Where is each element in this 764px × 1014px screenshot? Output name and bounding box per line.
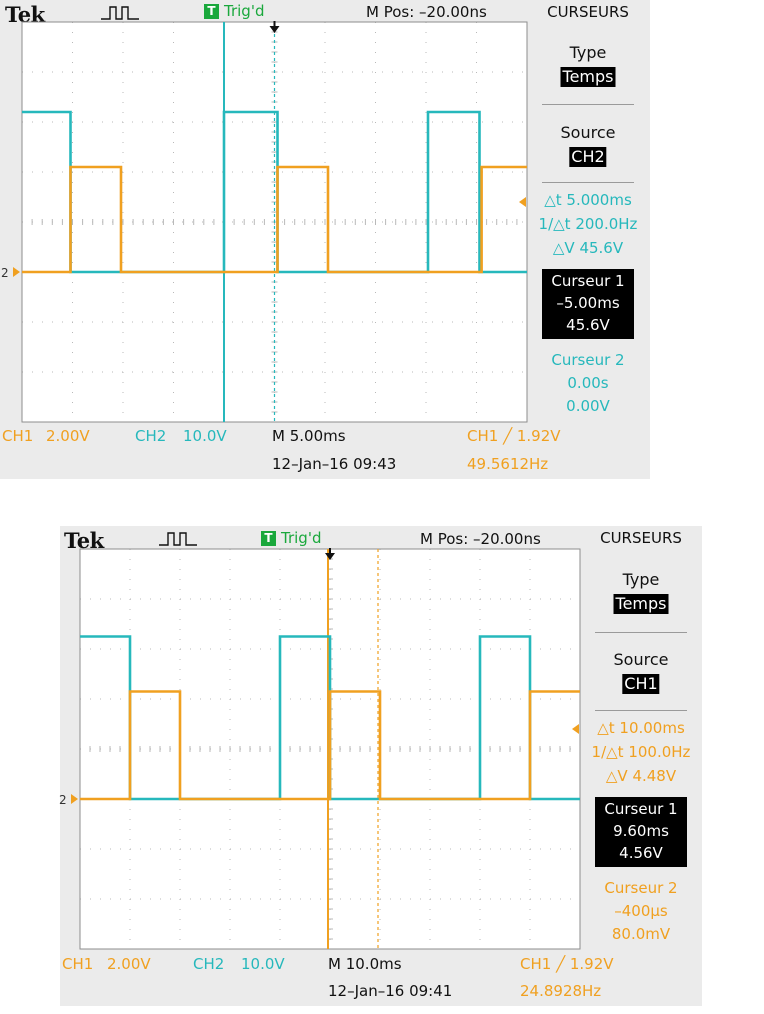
cursor-2-time: 0.00s (567, 374, 609, 392)
trigger-status-text: Trig'd (281, 529, 322, 547)
trigger-position-marker (269, 26, 280, 33)
acquisition-waveform-icon (101, 5, 141, 21)
trigger-setting: CH1 ╱ 1.92V (520, 955, 614, 973)
menu-title: CURSEURS (600, 529, 682, 547)
cursor-2-time: –400µs (614, 902, 668, 920)
cursor-1-label: Curseur 1 (604, 800, 678, 818)
trigger-frequency: 24.8928Hz (520, 982, 602, 1000)
menu-divider (595, 710, 687, 711)
trigger-setting: CH1 ╱ 1.92V (467, 427, 561, 445)
cursor-1-block[interactable]: Curseur 1 –5.00ms 45.6V (542, 269, 634, 339)
type-value[interactable]: Temps (560, 67, 616, 87)
ground-marker-label: 2 (59, 793, 67, 807)
cursor-1-time: –5.00ms (556, 294, 620, 312)
trigger-badge: T (204, 4, 219, 19)
ground-marker (71, 794, 78, 804)
timestamp: 12–Jan–16 09:43 (272, 455, 397, 473)
ch1-label: CH1 (2, 427, 34, 445)
waveform-plot-2: 2 (59, 548, 581, 950)
waveform-ch1 (22, 165, 527, 274)
trigger-status: T Trig'd (261, 529, 321, 547)
cursor-1-time: 9.60ms (613, 822, 669, 840)
trigger-badge: T (261, 531, 276, 546)
trigger-level-marker (572, 724, 579, 734)
source-value[interactable]: CH2 (569, 147, 607, 167)
menu-divider (542, 182, 634, 183)
timebase: M 5.00ms (272, 427, 346, 445)
ch2-label: CH2 (193, 955, 225, 973)
cursor-menu: CURSEURS Type Temps Source CH2 △t 5.000m… (531, 0, 645, 479)
ch1-label: CH1 (62, 955, 94, 973)
cursor-menu: CURSEURS Type Temps Source CH1 △t 10.00m… (584, 526, 698, 1006)
delta-voltage-readout: △V 45.6V (552, 239, 624, 257)
waveform-plot-1: 2 (1, 21, 528, 423)
inverse-delta-time-readout: 1/△t 100.0Hz (591, 743, 691, 761)
trigger-status: T Trig'd (204, 2, 264, 20)
horizontal-position: M Pos: –20.00ns (420, 530, 541, 548)
source-value[interactable]: CH1 (622, 674, 660, 694)
trigger-frequency: 49.5612Hz (467, 455, 549, 473)
ch2-label: CH2 (135, 427, 167, 445)
timebase: M 10.0ms (328, 955, 402, 973)
inverse-delta-time-readout: 1/△t 200.0Hz (538, 215, 638, 233)
cursor-1-voltage: 4.56V (619, 844, 663, 862)
menu-title: CURSEURS (547, 3, 629, 21)
trigger-status-text: Trig'd (224, 2, 265, 20)
ch2-scale: 10.0V (183, 427, 227, 445)
timestamp: 12–Jan–16 09:41 (328, 982, 453, 1000)
cursor-2-label[interactable]: Curseur 2 (551, 351, 625, 369)
ch1-scale: 2.00V (46, 427, 90, 445)
ground-marker-label: 2 (1, 266, 9, 280)
ch1-scale: 2.00V (107, 955, 151, 973)
cursor-1-label: Curseur 1 (551, 272, 625, 290)
ch2-scale: 10.0V (241, 955, 285, 973)
cursor-1-block[interactable]: Curseur 1 9.60ms 4.56V (595, 797, 687, 867)
ground-marker (13, 267, 20, 277)
trigger-level-marker (519, 197, 526, 207)
type-value[interactable]: Temps (613, 594, 669, 614)
trigger-position-marker (325, 553, 335, 560)
menu-divider (595, 632, 687, 633)
type-label[interactable]: Type (569, 43, 607, 62)
delta-time-readout: △t 10.00ms (597, 719, 685, 737)
type-label[interactable]: Type (622, 570, 660, 589)
acquisition-waveform-icon (159, 531, 199, 547)
cursor-2-voltage: 80.0mV (611, 925, 671, 943)
waveform-ch1 (80, 690, 580, 801)
menu-divider (542, 104, 634, 105)
cursor-2-label[interactable]: Curseur 2 (604, 879, 678, 897)
cursor-1-voltage: 45.6V (566, 316, 610, 334)
delta-voltage-readout: △V 4.48V (605, 767, 677, 785)
source-label[interactable]: Source (613, 650, 669, 669)
source-label[interactable]: Source (560, 123, 616, 142)
cursor-2-voltage: 0.00V (566, 397, 610, 415)
horizontal-position: M Pos: –20.00ns (366, 3, 487, 21)
delta-time-readout: △t 5.000ms (544, 191, 632, 209)
